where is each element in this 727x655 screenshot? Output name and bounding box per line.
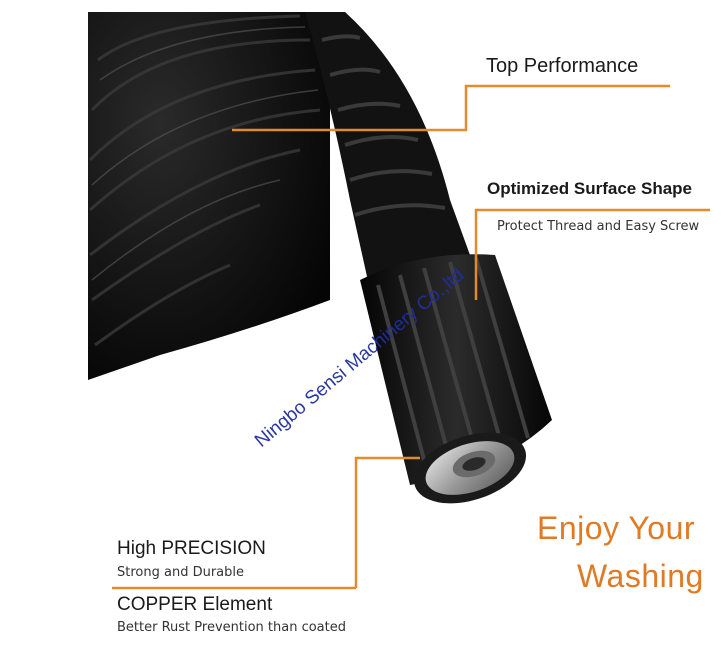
metal-fitting xyxy=(413,432,527,504)
surface-shape-title: Optimized Surface Shape xyxy=(487,179,692,198)
top-performance-title: Top Performance xyxy=(486,55,639,77)
hose-neck xyxy=(305,12,470,290)
slogan-line-2: Washing xyxy=(577,558,704,594)
high-precision-subtitle: Strong and Durable xyxy=(117,565,244,580)
high-precision-title: High PRECISION xyxy=(117,538,266,559)
callout-line-surface-shape xyxy=(474,208,710,300)
callout-line-high-precision xyxy=(354,456,420,588)
slogan-line-1: Enjoy Your xyxy=(537,510,696,546)
callout-line-top-performance xyxy=(232,84,670,132)
surface-shape-subtitle: Protect Thread and Easy Screw xyxy=(497,219,700,234)
hose-coil xyxy=(88,12,330,380)
coupler-nut xyxy=(360,254,552,485)
copper-element-subtitle: Better Rust Prevention than coated xyxy=(117,620,346,635)
copper-element-title: COPPER Element xyxy=(117,594,273,615)
callout-lines xyxy=(112,84,710,590)
